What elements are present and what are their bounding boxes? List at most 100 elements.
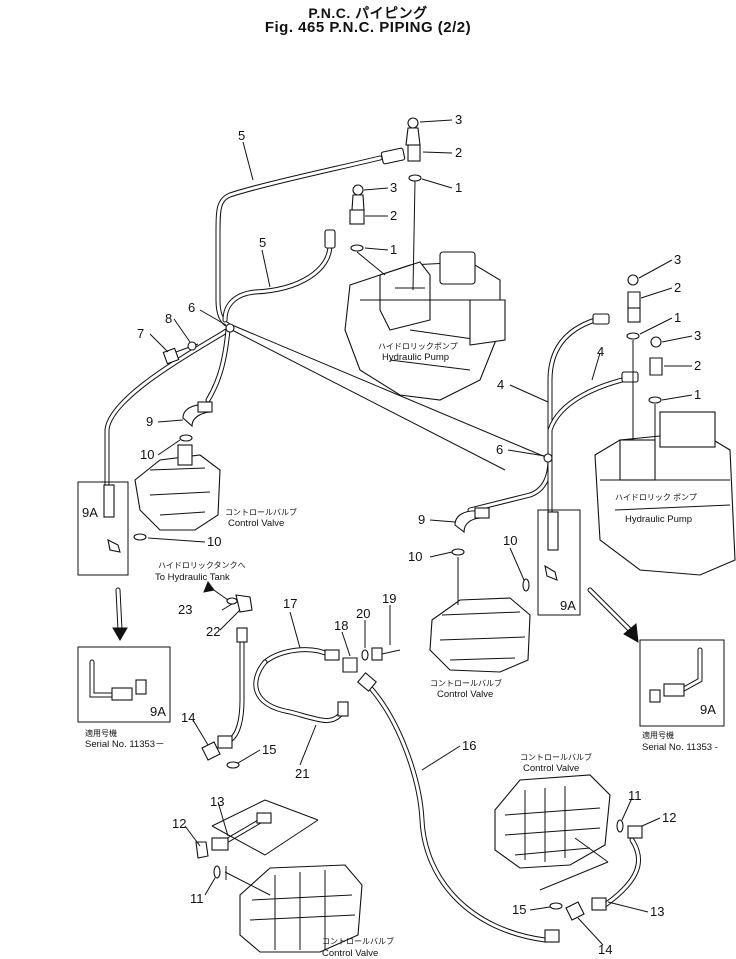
hose-5-upper xyxy=(215,147,406,328)
callout-4: 4 xyxy=(497,377,504,392)
callout-1: 1 xyxy=(674,310,681,325)
fitting-12-13-right xyxy=(539,819,643,921)
arrow-to-detail-right xyxy=(587,587,639,643)
callout-2: 2 xyxy=(694,358,701,373)
serial-left-jp: 適用号機 xyxy=(85,728,117,738)
callout-6: 6 xyxy=(188,300,195,315)
elbow-9-right xyxy=(451,507,530,592)
fittings-18-20 xyxy=(342,647,401,673)
valve-mid-en-label: Control Valve xyxy=(437,689,493,700)
valve-left-en-label: Control Valve xyxy=(228,518,284,529)
callout-1: 1 xyxy=(455,180,462,195)
valve-mid-jp-label: コントロールバルブ xyxy=(430,678,502,688)
fitting-12-13-left xyxy=(195,799,319,896)
callout-4: 4 xyxy=(597,344,604,359)
callout-9: 9 xyxy=(418,512,425,527)
callout-6: 6 xyxy=(496,442,503,457)
figure-title-line1: P.N.C. パイピング xyxy=(308,5,428,21)
pump-right-jp-label: ハイドロリック ポンプ xyxy=(615,493,697,502)
callout-11: 11 xyxy=(628,788,642,803)
callout-18: 18 xyxy=(334,618,348,633)
callout-2: 2 xyxy=(674,280,681,295)
callout-3: 3 xyxy=(694,328,701,343)
hose-5-lower xyxy=(222,229,336,323)
control-valve-middle: コントロールバルブ Control Valve xyxy=(429,597,531,700)
control-valve-lower-right: コントロールバルブ Control Valve xyxy=(494,752,611,869)
hose-left-vertical xyxy=(104,327,231,498)
fittings-left-pump xyxy=(349,117,422,291)
callout-2: 2 xyxy=(455,145,462,160)
fitting-14-left xyxy=(201,735,240,769)
hydraulic-pump-right: ハイドロリック ポンプ Hydraulic Pump xyxy=(594,411,736,576)
callout-15: 15 xyxy=(262,742,276,757)
detail-view-left: 適用号機 Serial No. 11353－ xyxy=(77,646,171,750)
callout-3: 3 xyxy=(674,252,681,267)
callout-13: 13 xyxy=(210,794,224,809)
callout-9: 9 xyxy=(146,414,153,429)
callout-9a: 9A xyxy=(700,702,716,717)
valve-left-jp-label: コントロールバルブ xyxy=(225,507,297,517)
hose-4-right xyxy=(467,313,639,543)
figure-title-line2: Fig. 465 P.N.C. PIPING (2/2) xyxy=(264,19,472,36)
valve-bottom-en-label: Control Valve xyxy=(322,948,378,959)
pump-left-jp-label: ハイドロリックポンプ xyxy=(378,342,458,351)
callout-5: 5 xyxy=(259,235,266,250)
callout-20: 20 xyxy=(356,606,370,621)
clamp-bar xyxy=(225,323,553,471)
callout-7: 7 xyxy=(137,326,144,341)
tank-en-label: To Hydraulic Tank xyxy=(155,572,230,583)
callout-3: 3 xyxy=(455,112,462,127)
detail-box-9a-left xyxy=(77,481,129,576)
callout-3: 3 xyxy=(390,180,397,195)
callout-21: 21 xyxy=(295,766,309,781)
callout-numbers: 3 2 1 3 2 1 5 5 6 7 8 9 10 10 9A 9A 3 2 … xyxy=(82,112,716,957)
callout-11: 11 xyxy=(190,891,204,906)
callout-16: 16 xyxy=(462,738,476,753)
callout-14: 14 xyxy=(181,710,195,725)
control-valve-bottom: コントロールバルブ Control Valve xyxy=(239,864,394,959)
valve-bottom-jp-label: コントロールバルブ xyxy=(322,936,394,946)
serial-left-en: Serial No. 11353－ xyxy=(85,739,165,750)
valve-lr-jp-label: コントロールバルブ xyxy=(520,752,592,762)
callout-5: 5 xyxy=(238,128,245,143)
callout-12: 12 xyxy=(172,816,186,831)
callout-10: 10 xyxy=(207,534,221,549)
callout-15: 15 xyxy=(512,902,526,917)
callout-9a: 9A xyxy=(560,598,576,613)
callout-13: 13 xyxy=(650,904,664,919)
detail-box-9a-right xyxy=(537,509,581,616)
control-valve-left: コントロールバルブ Control Valve xyxy=(134,444,297,531)
fitting-22-23 xyxy=(226,594,253,613)
elbow-9-left xyxy=(133,401,213,541)
detail-view-right: 適用号機 Serial No. 11353 - xyxy=(639,639,725,753)
callout-8: 8 xyxy=(165,311,172,326)
callout-9a: 9A xyxy=(82,505,98,520)
callout-2: 2 xyxy=(390,208,397,223)
valve-lr-en-label: Control Valve xyxy=(523,763,579,774)
callout-1: 1 xyxy=(390,242,397,257)
tank-jp-label: ハイドロリックタンクへ xyxy=(158,561,246,570)
fittings-right-pump xyxy=(626,274,663,445)
callout-14: 14 xyxy=(598,942,612,957)
callout-19: 19 xyxy=(382,591,396,606)
tank-arrow xyxy=(203,580,229,601)
callout-1: 1 xyxy=(694,387,701,402)
bolt-7 xyxy=(162,341,199,365)
callout-10: 10 xyxy=(408,549,422,564)
callout-22: 22 xyxy=(206,624,220,639)
hose-16 xyxy=(357,672,560,943)
callout-12: 12 xyxy=(662,810,676,825)
serial-right-en: Serial No. 11353 - xyxy=(642,742,718,753)
pump-left-en-label: Hydraulic Pump xyxy=(382,352,449,363)
hose-17 xyxy=(227,627,349,743)
pump-right-en-label: Hydraulic Pump xyxy=(625,514,692,525)
leader-lines xyxy=(147,119,693,946)
callout-23: 23 xyxy=(178,602,192,617)
callout-10: 10 xyxy=(140,447,154,462)
serial-right-jp: 適用号機 xyxy=(642,730,674,740)
hydraulic-pump-left: ハイドロリックポンプ Hydraulic Pump xyxy=(344,251,506,401)
arrow-to-detail-left xyxy=(112,587,128,641)
callout-17: 17 xyxy=(283,596,297,611)
callout-10: 10 xyxy=(503,533,517,548)
